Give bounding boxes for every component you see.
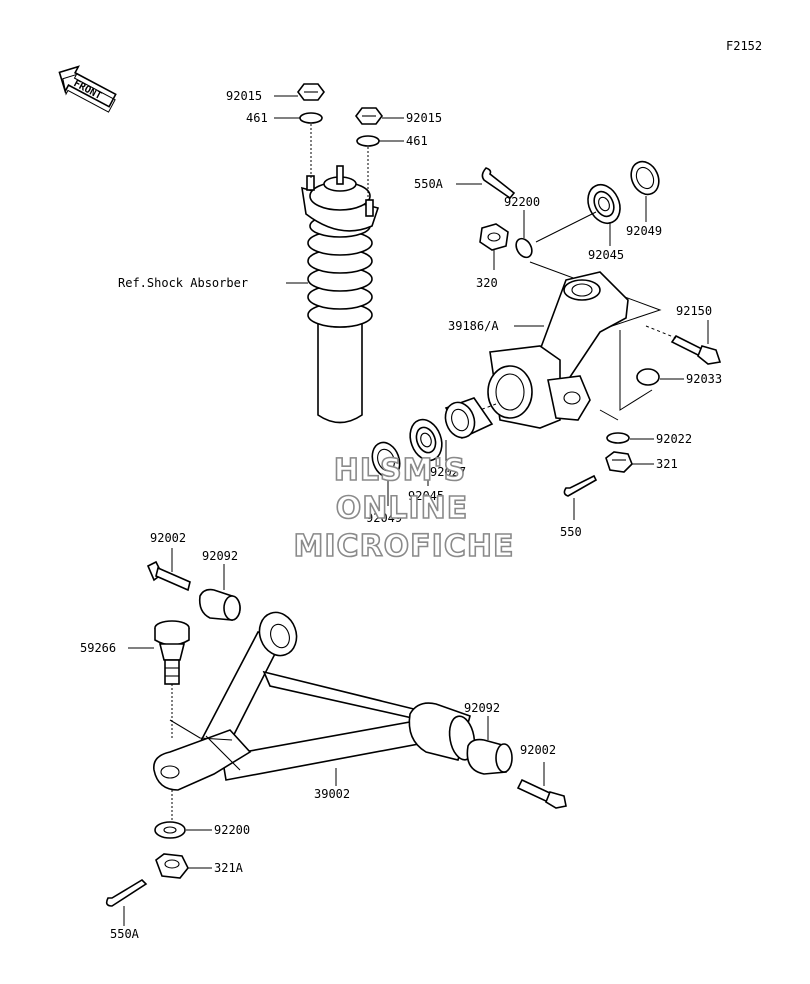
castle-nut-321a bbox=[155, 853, 189, 879]
label-circlip: 92033 bbox=[686, 372, 722, 386]
washer-92022 bbox=[606, 432, 630, 444]
label-cotter-lower: 550A bbox=[110, 927, 140, 941]
bushing-92092-right bbox=[466, 738, 513, 775]
castle-nut-321 bbox=[605, 451, 633, 473]
label-bushing-left: 92092 bbox=[202, 549, 238, 563]
label-knuckle: 39186/A bbox=[448, 319, 499, 333]
circlip-92033 bbox=[636, 368, 660, 386]
bearing-92045-lower bbox=[409, 418, 443, 462]
seal-92049-lower bbox=[371, 441, 401, 479]
label-bearing-92045-lower: 92045 bbox=[408, 489, 444, 503]
label-ball-joint: 59266 bbox=[80, 641, 116, 655]
label-washer-92200-lower: 92200 bbox=[214, 823, 250, 837]
label-washer-top-right: 461 bbox=[406, 134, 428, 148]
nut-92015-right bbox=[355, 107, 383, 125]
watermark-line2: ONLINE bbox=[336, 491, 469, 526]
label-nut-top-left: 92015 bbox=[226, 89, 262, 103]
washer-92200-upper bbox=[515, 237, 533, 259]
label-bushing-right: 92092 bbox=[464, 701, 500, 715]
label-nut-321: 321 bbox=[656, 457, 678, 471]
steering-knuckle bbox=[487, 271, 629, 429]
bushing-92092-left bbox=[198, 588, 241, 621]
watermark-line3: MICROFICHE bbox=[294, 529, 515, 564]
label-bearing-92045-upper: 92045 bbox=[588, 248, 624, 262]
label-nut-321a: 321A bbox=[214, 861, 244, 875]
shock-absorber bbox=[301, 165, 380, 424]
label-washer-92022: 92022 bbox=[656, 432, 692, 446]
figure-code: F2152 bbox=[726, 39, 762, 53]
label-cotter-upper: 550A bbox=[414, 177, 444, 191]
label-nut-320: 320 bbox=[476, 276, 498, 290]
label-cotter-550: 550 bbox=[560, 525, 582, 539]
label-seal-92049-upper: 92049 bbox=[626, 224, 662, 238]
label-washer-92200-upper: 92200 bbox=[504, 195, 540, 209]
label-shock-ref: Ref.Shock Absorber bbox=[118, 276, 248, 290]
label-bolt-right: 92002 bbox=[520, 743, 556, 757]
bolt-92002-left bbox=[146, 560, 191, 592]
lower-a-arm bbox=[153, 611, 476, 791]
washer-461-right bbox=[356, 135, 380, 147]
seal-92049-upper bbox=[630, 160, 660, 196]
castle-nut-320 bbox=[479, 223, 509, 251]
label-washer-top-left: 461 bbox=[246, 111, 268, 125]
label-arm: 39002 bbox=[314, 787, 350, 801]
watermark-line1: HLSM'S bbox=[334, 453, 466, 488]
spacer-92027 bbox=[444, 397, 494, 440]
bearing-92045-upper bbox=[587, 183, 621, 225]
nut-92015-left bbox=[297, 83, 325, 101]
front-arrow-icon: FRONT bbox=[58, 65, 117, 113]
washer-461-left bbox=[299, 112, 323, 124]
label-bolt-92150: 92150 bbox=[676, 304, 712, 318]
cotter-pin-550a-lower bbox=[105, 878, 148, 907]
label-spacer-92027: 92027 bbox=[430, 465, 466, 479]
bolt-92150 bbox=[670, 334, 722, 365]
ball-joint-59266 bbox=[154, 620, 190, 685]
cotter-pin-550a-upper bbox=[481, 167, 516, 200]
label-bolt-left: 92002 bbox=[150, 531, 186, 545]
washer-92200-lower bbox=[154, 821, 186, 839]
label-seal-92049-lower: 92049 bbox=[366, 511, 402, 525]
label-nut-top-right: 92015 bbox=[406, 111, 442, 125]
bolt-92002-right bbox=[516, 778, 567, 809]
cotter-pin-550 bbox=[563, 474, 598, 497]
